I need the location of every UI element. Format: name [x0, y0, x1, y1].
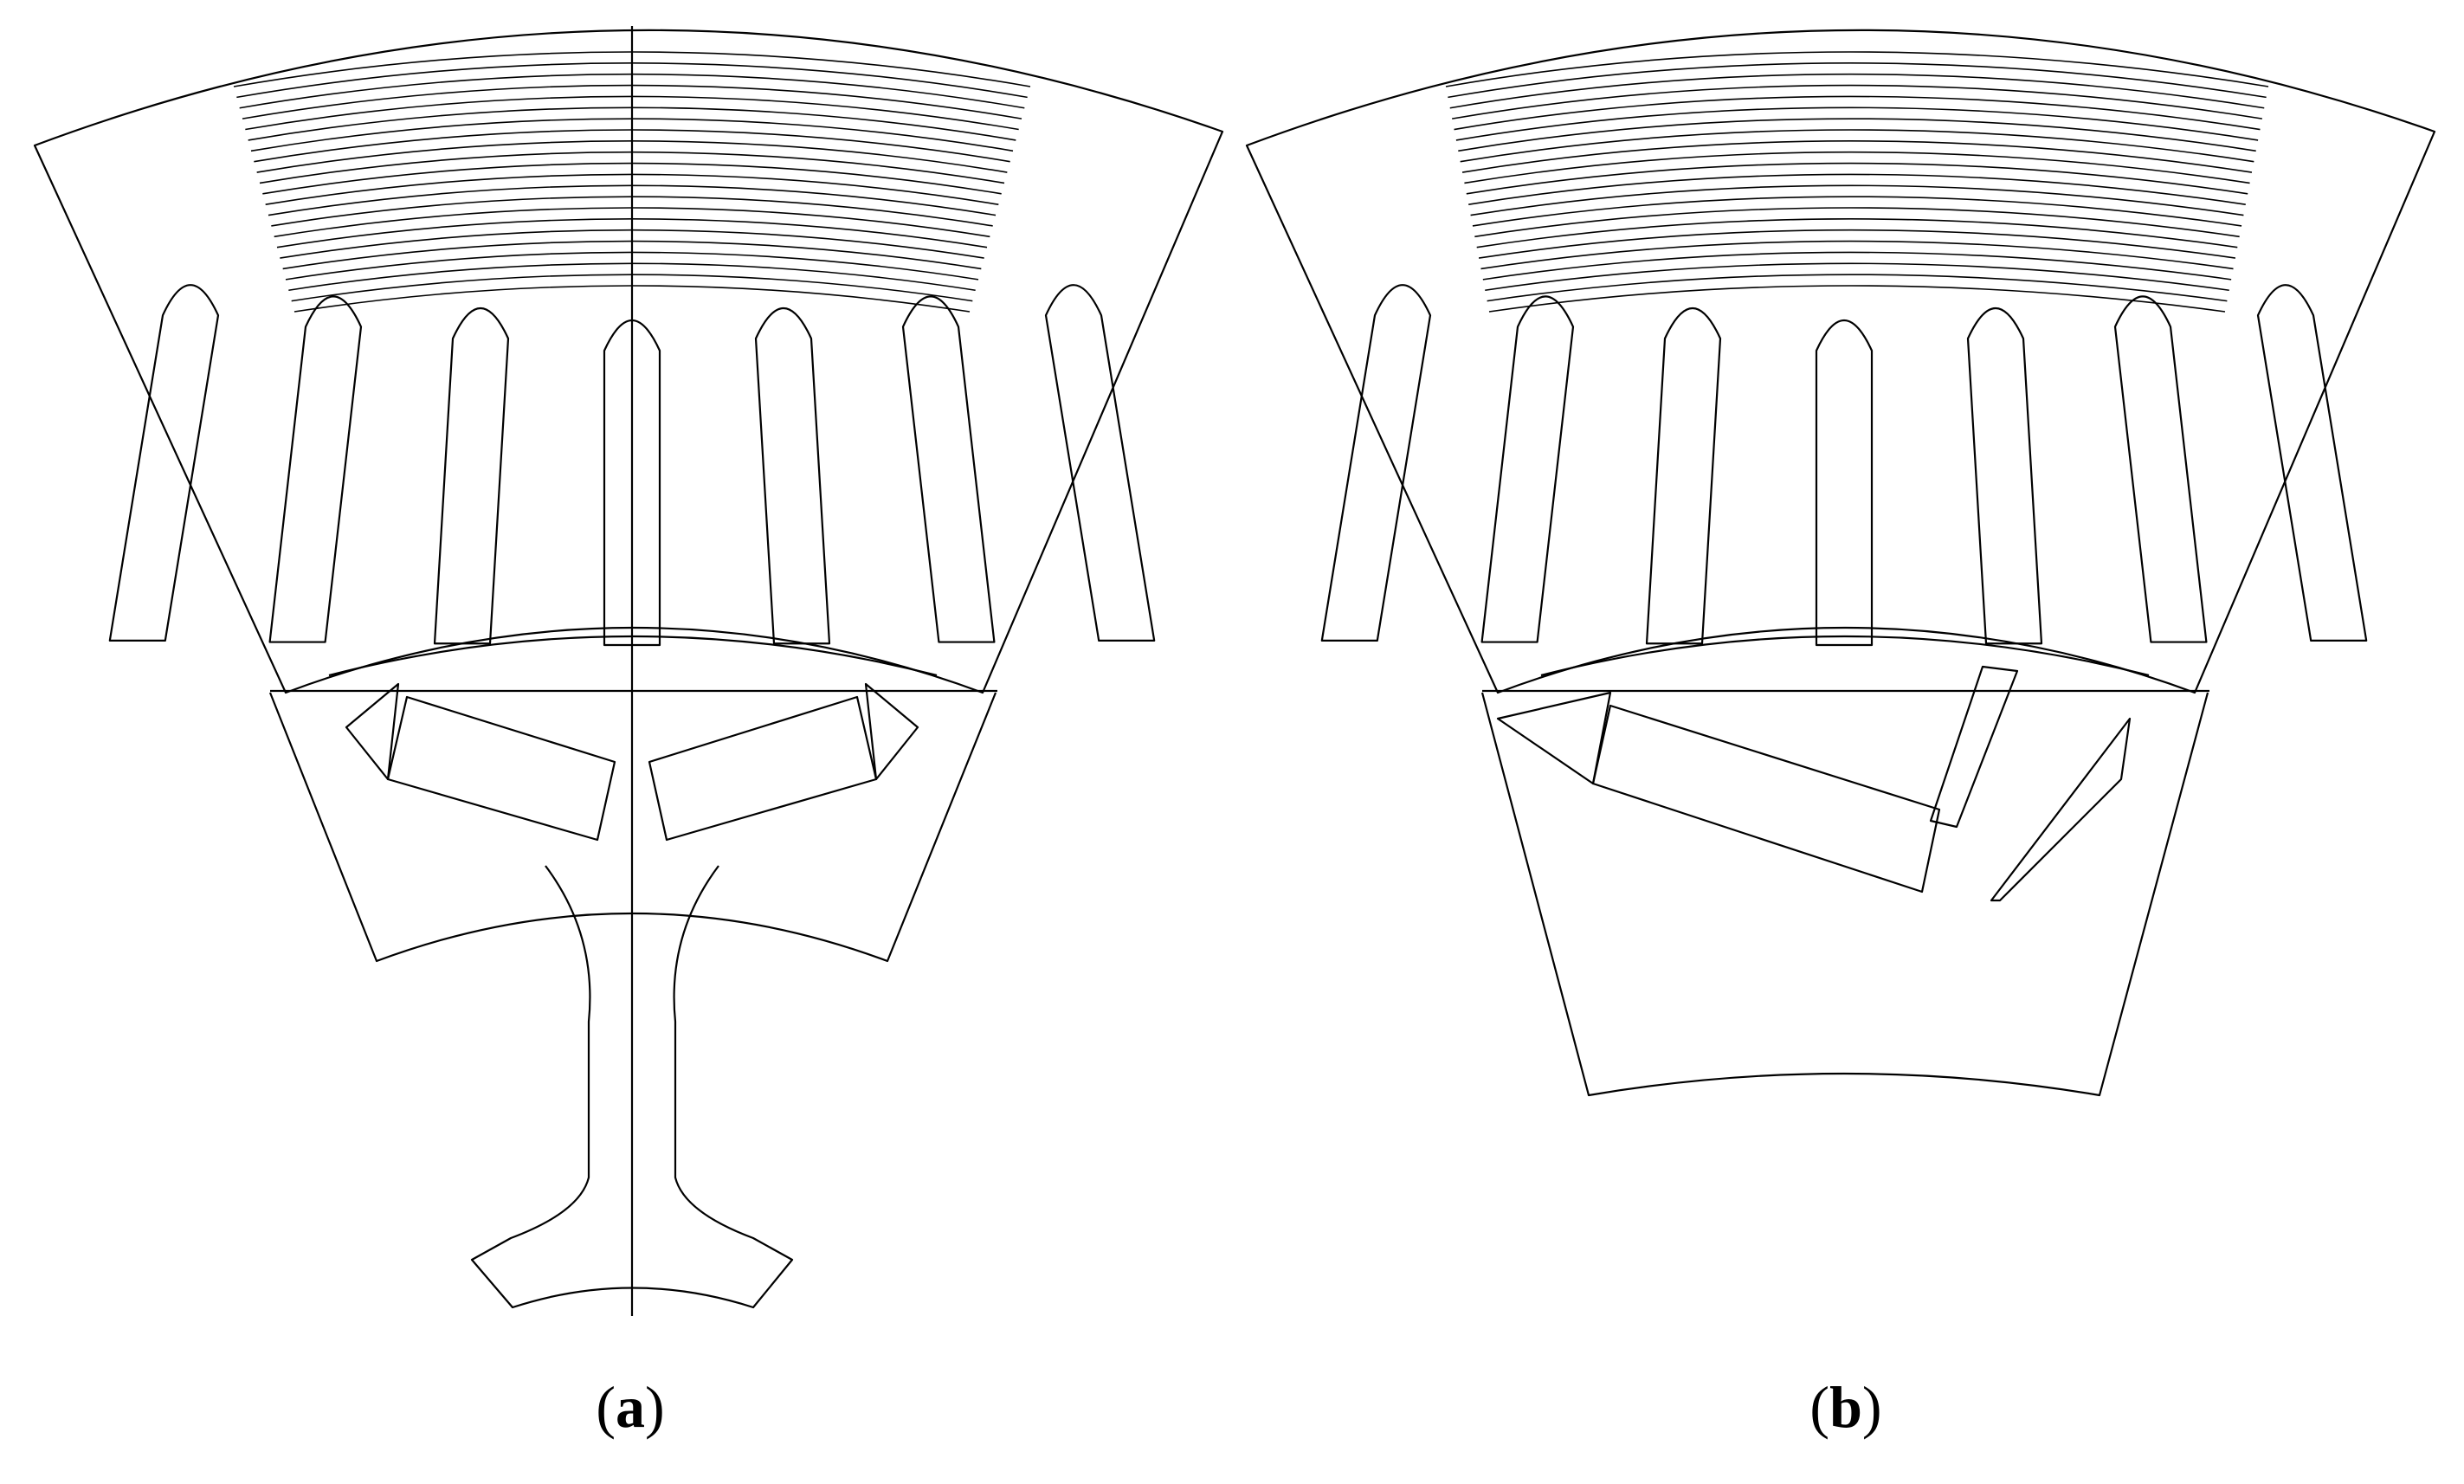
stator-slot	[754, 306, 831, 645]
flux-line	[274, 207, 990, 238]
flux-line	[293, 285, 971, 313]
air-gap-arc-b	[1540, 635, 2150, 677]
magnet-main-b	[1591, 704, 1941, 894]
flux-line	[1476, 218, 2238, 248]
flux-line	[1485, 262, 2229, 292]
flux-line	[1461, 140, 2253, 173]
stator-slot	[1320, 284, 1432, 642]
flux-line	[1452, 84, 2262, 119]
flux-line	[1448, 62, 2267, 99]
flux-line	[256, 140, 1008, 173]
flux-line	[1458, 118, 2256, 152]
flux-line	[265, 173, 999, 205]
stator-slot	[1044, 284, 1156, 642]
flux-line	[1478, 229, 2236, 259]
flux-line	[233, 51, 1031, 87]
stator-slot	[1480, 295, 1575, 643]
flux-line	[276, 218, 988, 248]
flux-line	[291, 274, 973, 302]
flux-line	[1472, 196, 2242, 227]
caption-panel-b: (b)	[1809, 1374, 1882, 1440]
stator-slots-b	[1320, 284, 2368, 647]
stator-slot	[901, 295, 996, 643]
flux-line	[245, 95, 1019, 131]
flux-line	[282, 240, 982, 270]
flux-line	[1470, 184, 2244, 216]
flux-line	[288, 262, 976, 292]
air-gap-arc-a	[328, 635, 938, 677]
flux-line	[1455, 106, 2259, 141]
flux-line	[1466, 162, 2248, 195]
flux-line	[248, 106, 1016, 141]
flux-line	[242, 84, 1022, 119]
flux-line	[1454, 95, 2261, 131]
barrier-right-a	[864, 682, 919, 781]
flux-line	[239, 73, 1025, 109]
stator-slot	[1815, 319, 1874, 647]
panel-b-flux-diagram	[1245, 29, 2436, 1097]
stator-slot	[1966, 306, 2043, 645]
flux-line	[259, 151, 1005, 184]
rotor-outline-b	[1480, 692, 2209, 1097]
panel-a-flux-diagram	[33, 26, 1224, 1316]
flux-line	[280, 229, 984, 259]
stator-slot	[268, 295, 363, 643]
barrier-left-b	[1496, 691, 1612, 785]
flux-line	[262, 162, 1002, 195]
stator-slots-a	[108, 284, 1156, 647]
magnet-small-b	[1929, 665, 2019, 829]
stator-slot	[433, 306, 510, 645]
magnet-left-a	[386, 695, 616, 842]
flux-line	[1460, 129, 2254, 163]
flux-line	[1474, 207, 2240, 238]
barrier-left-a	[345, 682, 400, 781]
stator-slot	[2256, 284, 2368, 642]
flux-line	[1488, 285, 2226, 313]
flux-line	[1445, 51, 2269, 87]
flux-line	[254, 129, 1010, 163]
flux-line	[1482, 251, 2232, 281]
flux-line	[271, 196, 993, 227]
flux-line	[236, 62, 1028, 99]
stator-outline-a	[33, 29, 1224, 694]
stator-slot	[108, 284, 220, 642]
stator-slot	[2113, 295, 2208, 643]
flux-line	[1464, 151, 2250, 184]
flux-line	[268, 184, 997, 216]
flux-line	[1468, 173, 2246, 205]
flux-line	[250, 118, 1014, 152]
caption-panel-a: (a)	[596, 1374, 665, 1440]
flux-lines-b	[1445, 51, 2269, 313]
flux-line	[1449, 73, 2265, 109]
flux-line	[285, 251, 979, 281]
flux-line	[1480, 240, 2234, 270]
barrier-right-b	[1990, 717, 2132, 902]
stator-outline-b	[1245, 29, 2436, 694]
magnet-right-a	[648, 695, 878, 842]
flux-line	[1487, 274, 2228, 302]
flux-lines-a	[233, 51, 1031, 313]
stator-slot	[603, 319, 661, 647]
stator-slot	[1645, 306, 1722, 645]
